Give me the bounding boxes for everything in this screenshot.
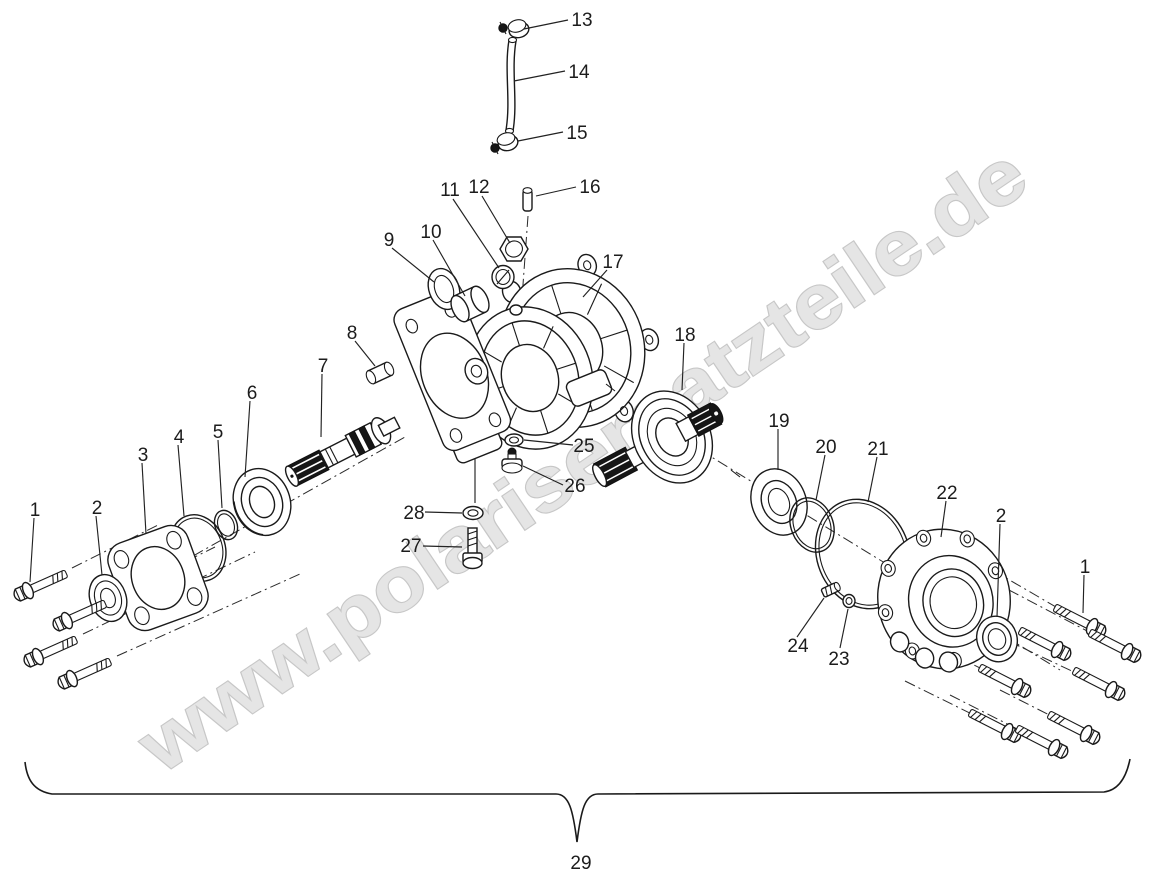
callout-2-left: 2 <box>92 498 103 519</box>
part-7-input-shaft <box>284 416 401 487</box>
part-26-fitting <box>501 447 523 474</box>
callout-14: 14 <box>568 62 590 83</box>
callout-16: 16 <box>579 177 600 198</box>
part-28-washer <box>462 505 484 521</box>
callout-15: 15 <box>566 123 587 144</box>
part-16-fitting <box>522 187 533 212</box>
leader-lines <box>29 19 1085 649</box>
group-brace <box>24 758 1131 843</box>
part-10-bushing <box>450 285 490 323</box>
callout-23: 23 <box>828 649 849 670</box>
callout-11: 11 <box>440 180 460 201</box>
shaft-tick-right <box>730 469 741 478</box>
part-3-flange-cover <box>107 524 209 632</box>
part-13-clamp <box>498 19 530 39</box>
callout-5: 5 <box>213 422 224 443</box>
callout-3: 3 <box>138 445 149 466</box>
callout-26: 26 <box>564 476 585 497</box>
part-24-stud <box>820 581 841 598</box>
shaft-tick-left <box>605 383 616 392</box>
callout-27: 27 <box>400 536 421 557</box>
callout-24: 24 <box>787 636 809 657</box>
watermark-text: www.polarisersatzteile.de <box>123 131 1042 789</box>
callout-13: 13 <box>571 10 592 31</box>
callout-2-right: 2 <box>996 506 1007 527</box>
callout-9: 9 <box>384 230 395 251</box>
callout-4: 4 <box>174 427 185 448</box>
callout-6: 6 <box>247 383 258 404</box>
part-gearcase-housing <box>393 289 613 503</box>
part-2-seal-right <box>975 615 1019 663</box>
callout-12: 12 <box>468 177 489 198</box>
callout-17: 17 <box>602 252 623 273</box>
callout-8: 8 <box>347 323 358 344</box>
part-27-bolt <box>462 527 483 570</box>
part-25-washer <box>504 433 524 447</box>
part-8-pin <box>365 361 395 385</box>
callout-7: 7 <box>318 356 329 377</box>
part-23-nut <box>842 593 856 609</box>
callout-20: 20 <box>815 437 836 458</box>
callout-28: 28 <box>403 503 424 524</box>
part-6-bearing <box>232 467 292 537</box>
part-12-hex-plug <box>499 236 529 262</box>
callout-labels: 1 2 3 4 5 6 7 8 9 10 11 12 13 14 15 16 1… <box>30 10 1091 874</box>
callout-10: 10 <box>420 222 441 243</box>
callout-18: 18 <box>674 325 695 346</box>
callout-1-left: 1 <box>30 500 41 521</box>
part-15-clamp <box>490 132 519 155</box>
part-20-o-ring <box>789 497 835 553</box>
callout-25: 25 <box>573 436 594 457</box>
callout-1-right: 1 <box>1080 557 1091 578</box>
part-18-output-hub <box>592 390 724 488</box>
part-14-tube <box>504 36 518 135</box>
callout-21: 21 <box>867 439 888 460</box>
part-11-washer <box>491 264 515 290</box>
callout-22: 22 <box>936 483 957 504</box>
callout-29: 29 <box>570 853 591 874</box>
callout-19: 19 <box>768 411 789 432</box>
part-5-snap-ring <box>213 509 239 541</box>
